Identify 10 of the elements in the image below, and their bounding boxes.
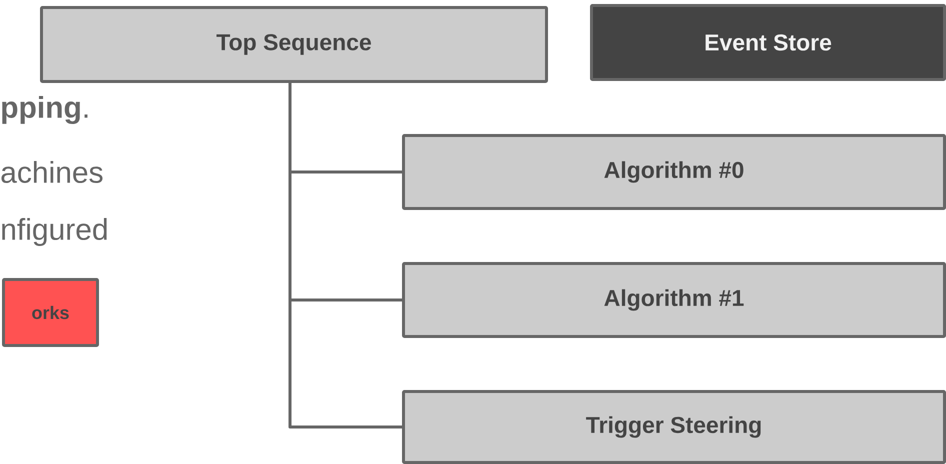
text-line: achines — [1, 161, 102, 184]
process-box: Top Sequence — [40, 6, 548, 83]
process-box: Event Store — [590, 4, 946, 81]
process-box: Trigger Steering — [402, 390, 946, 464]
text-line: nfigured — [2, 218, 107, 246]
connector-line — [288, 83, 402, 428]
process-box: orks — [2, 278, 99, 347]
process-box: Algorithm #0 — [402, 134, 946, 210]
process-box: Algorithm #1 — [402, 262, 946, 338]
text-line: pping. — [2, 96, 88, 124]
